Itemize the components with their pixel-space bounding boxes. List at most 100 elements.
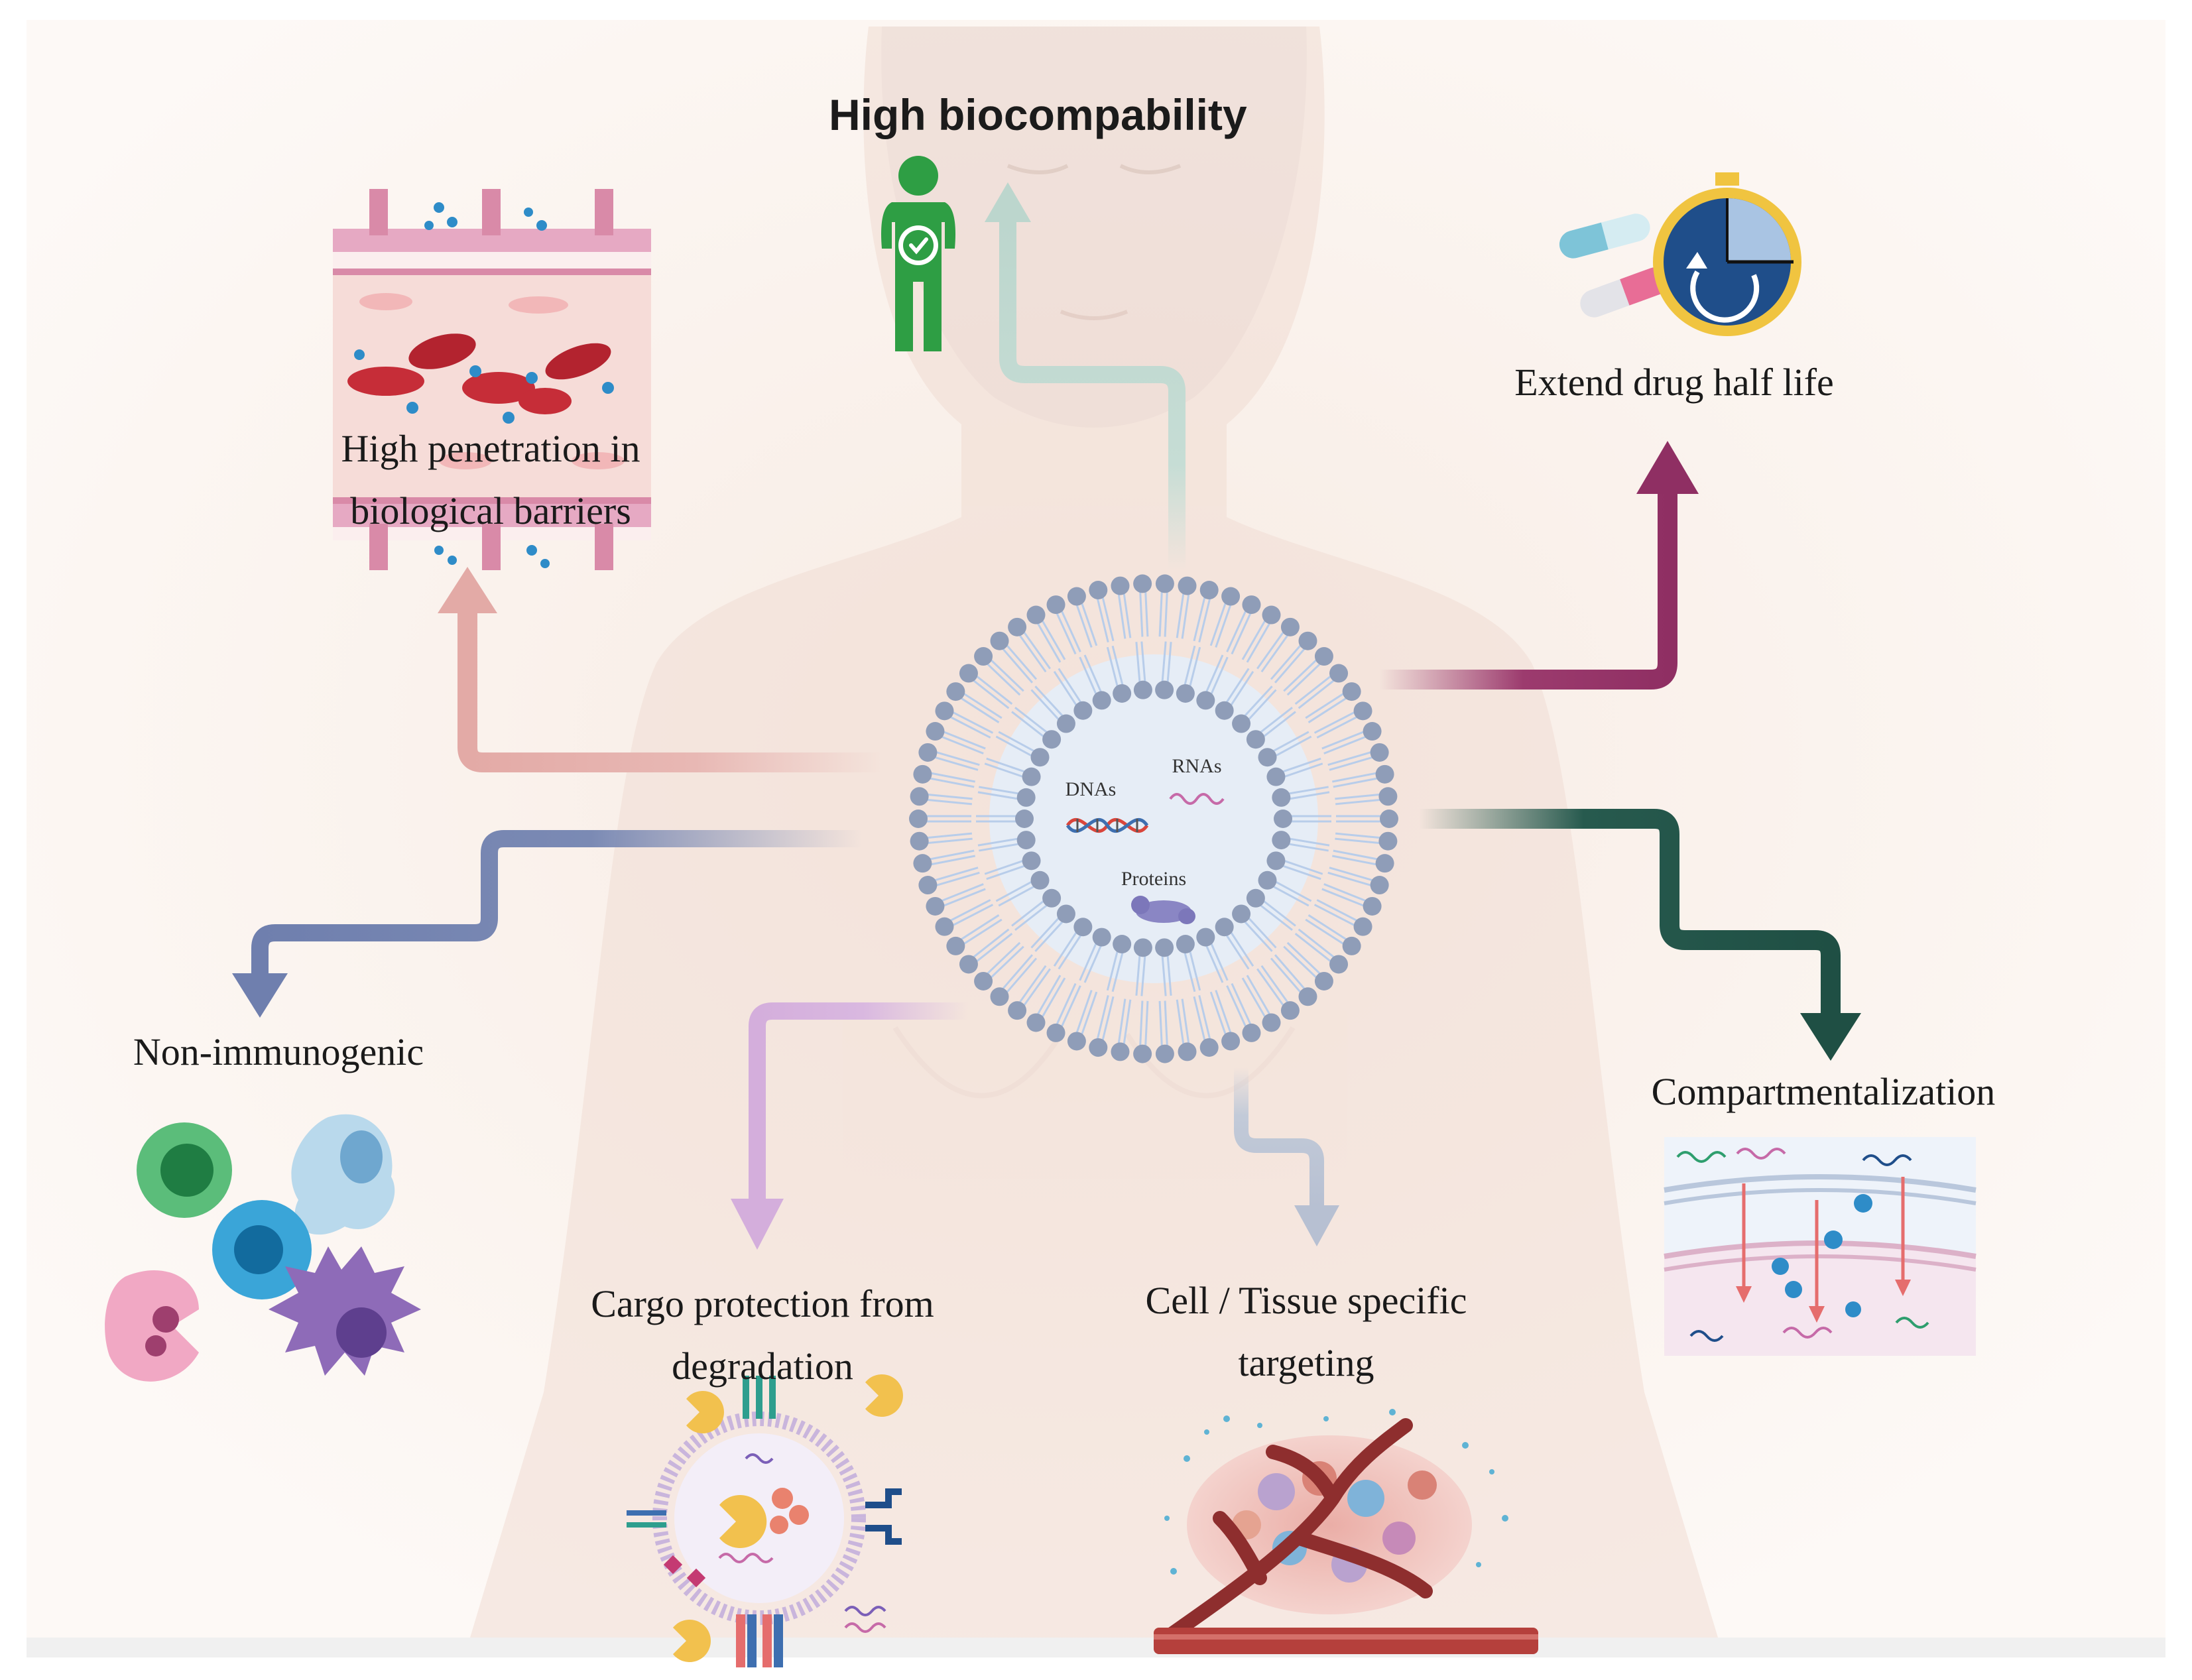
outer-lipid-head — [1375, 854, 1394, 873]
label-compartmentalization: Compartmentalization — [1651, 1070, 1996, 1113]
outer-lipid-head — [974, 647, 993, 666]
outer-lipid-head — [1089, 1038, 1108, 1057]
inner-lipid-head — [1246, 888, 1265, 908]
outer-lipid-head — [926, 896, 945, 916]
stopwatch-icon — [1653, 172, 1801, 336]
outer-lipid-head — [946, 936, 965, 955]
outer-lipid-head — [959, 955, 978, 974]
cargo-label-protein: Proteins — [1121, 868, 1186, 890]
label-penetration: High penetration in biological barriers — [292, 418, 690, 542]
arrow-cargo-protection — [731, 1002, 968, 1250]
outer-lipid-head — [909, 810, 928, 828]
outer-lipid-head — [1046, 1023, 1066, 1042]
inner-lipid-head — [1196, 691, 1215, 710]
inner-lipid-head — [1030, 870, 1050, 890]
outer-lipid-head — [1199, 581, 1219, 600]
outer-lipid-head — [1199, 1038, 1219, 1057]
inner-lipid-head — [1274, 810, 1292, 828]
inner-lipid-head — [1272, 788, 1291, 807]
outer-lipid-head — [1363, 722, 1382, 741]
outer-lipid-head — [1242, 1023, 1261, 1042]
inner-lipid-head — [1030, 748, 1050, 767]
outer-lipid-head — [913, 764, 932, 784]
arrow-non-immunogenic — [232, 830, 862, 1018]
inner-lipid-head — [1196, 928, 1215, 947]
outer-lipid-head — [1353, 701, 1372, 721]
inner-lipid-head — [1016, 831, 1036, 850]
outer-lipid-head — [1067, 1032, 1086, 1051]
inner-lipid-head — [1155, 938, 1174, 957]
label-half-life: Extend drug half life — [1514, 361, 1834, 404]
outer-lipid-head — [990, 987, 1009, 1006]
outer-lipid-head — [1111, 1042, 1130, 1061]
liposome-vesicle: DNAs RNAs Proteins — [909, 574, 1398, 1063]
outer-lipid-head — [926, 722, 945, 741]
label-targeting-line-2: targeting — [1238, 1341, 1374, 1384]
outer-lipid-head — [1155, 574, 1174, 593]
inner-lipid-head — [1022, 851, 1041, 870]
outer-lipid-head — [1242, 595, 1261, 615]
label-penetration-line-2: biological barriers — [350, 489, 631, 532]
tumor-vasculature-icon — [1154, 1409, 1538, 1654]
outer-lipid-head — [946, 682, 965, 701]
rna-icon — [1169, 793, 1225, 805]
arrow-compartmentalization — [1419, 809, 1861, 1061]
outer-lipid-head — [1089, 581, 1108, 600]
inner-lipid-head — [1113, 684, 1132, 703]
inner-lipid-head — [1073, 918, 1093, 937]
inner-lipid-head — [1266, 851, 1286, 870]
inner-lipid-head — [1176, 935, 1195, 954]
outer-lipid-head — [1314, 971, 1333, 990]
inner-lipid-head — [1042, 888, 1062, 908]
inner-lipid-head — [1133, 938, 1152, 957]
dna-icon — [1066, 818, 1149, 833]
inner-lipid-head — [1266, 767, 1286, 786]
outer-lipid-head — [1298, 987, 1317, 1006]
label-penetration-line-1: High penetration in — [341, 427, 640, 470]
arrow-biocompatibility — [985, 182, 1186, 570]
outer-lipid-head — [1262, 1013, 1281, 1032]
outer-lipid-head — [990, 631, 1009, 650]
outer-lipid-head — [1008, 617, 1027, 636]
inner-lipid-head — [1113, 935, 1132, 954]
outer-lipid-head — [1280, 1001, 1300, 1020]
inner-lipid-head — [1056, 714, 1075, 733]
membrane-compartment-icon — [1664, 1137, 1977, 1356]
outer-lipid-head — [1026, 1013, 1046, 1032]
outer-lipid-head — [1370, 876, 1389, 895]
cargo-label-dna: DNAs — [1066, 778, 1117, 800]
inner-lipid-head — [1176, 684, 1195, 703]
inner-lipid-head — [1042, 730, 1062, 749]
arrow-penetration — [438, 567, 882, 772]
inner-lipid-head — [1092, 691, 1111, 710]
label-cargo-protection: Cargo protection from degradation — [530, 1273, 995, 1398]
outer-lipid-head — [1353, 917, 1372, 936]
immune-cells-icon — [105, 1114, 421, 1382]
inner-lipid-head — [1022, 767, 1041, 786]
inner-lipid-head — [1155, 680, 1174, 699]
inner-lipid-head — [1056, 904, 1075, 924]
outer-lipid-head — [1178, 576, 1197, 595]
outer-lipid-head — [1380, 810, 1398, 828]
inner-lipid-head — [1258, 870, 1277, 890]
inner-lipid-head — [1246, 730, 1265, 749]
person-check-icon — [881, 156, 955, 351]
outer-lipid-head — [1155, 1044, 1174, 1063]
outer-lipid-head — [935, 917, 954, 936]
inner-lipid-head — [1016, 788, 1036, 807]
inner-lipid-head — [1232, 714, 1251, 733]
label-targeting-line-1: Cell / Tissue specific — [1145, 1279, 1467, 1322]
outer-lipid-head — [1133, 574, 1152, 593]
inner-lipid-head — [1092, 928, 1111, 947]
inner-lipid-head — [1073, 701, 1093, 720]
outer-lipid-head — [1178, 1042, 1197, 1061]
label-cargo-protection-line-2: degradation — [672, 1345, 853, 1388]
outer-lipid-head — [1370, 743, 1389, 762]
outer-lipid-head — [918, 743, 938, 762]
label-cargo-protection-line-1: Cargo protection from — [591, 1282, 934, 1325]
inner-lipid-head — [1215, 918, 1234, 937]
outer-lipid-head — [1378, 787, 1398, 806]
outer-lipid-head — [959, 664, 978, 683]
label-biocompatibility: High biocompability — [829, 90, 1247, 139]
